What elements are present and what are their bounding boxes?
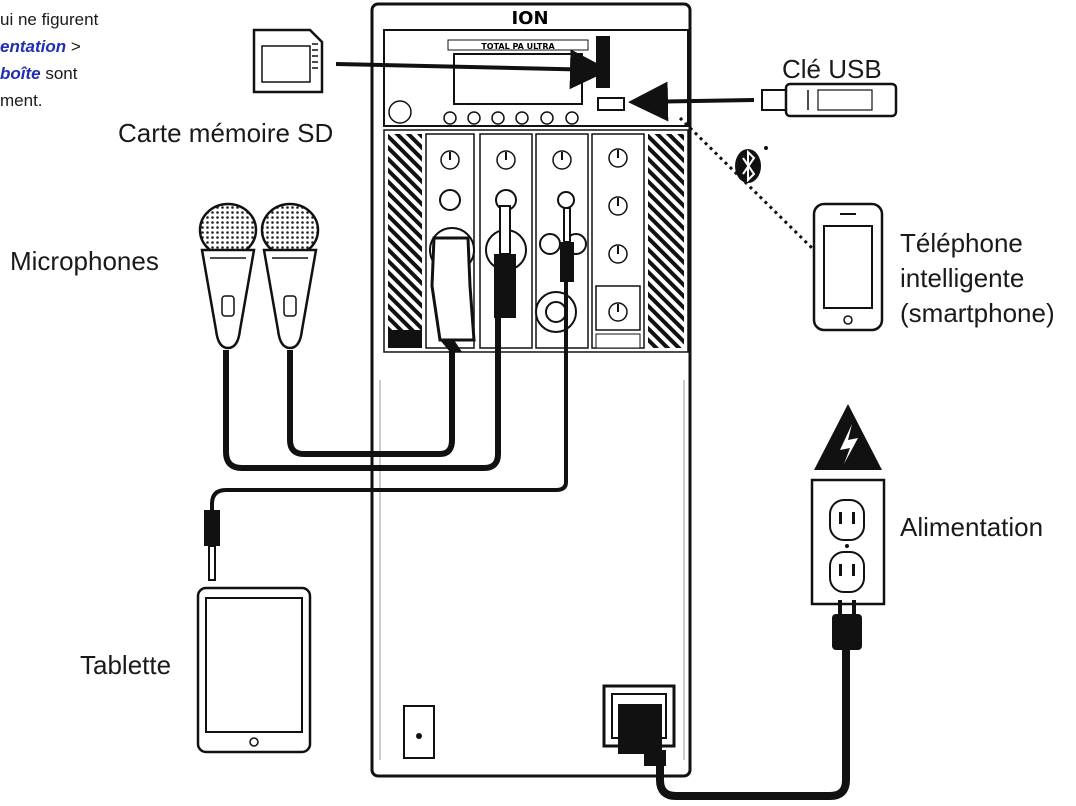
label-phone-3: (smartphone) xyxy=(900,298,1055,328)
sd-card-icon xyxy=(252,28,324,94)
label-phone-2: intelligente xyxy=(900,263,1025,293)
aux-cable xyxy=(210,282,568,512)
high-voltage-warning-icon xyxy=(814,404,882,470)
intro-note-line-2: entation > xyxy=(0,33,98,60)
power-switch xyxy=(403,705,435,759)
usb-port xyxy=(597,97,625,111)
bluetooth-pair-button xyxy=(388,100,412,124)
iec-plug xyxy=(618,704,666,766)
smartphone-icon xyxy=(812,202,884,332)
microphone-2 xyxy=(260,202,320,350)
label-usb-key: Clé USB xyxy=(782,54,882,84)
mic-cable-2 xyxy=(223,300,501,471)
label-power: Alimentation xyxy=(900,512,1044,542)
xlr-connector xyxy=(430,236,476,352)
control-panel: TOTAL PA ULTRA xyxy=(383,29,689,127)
microphone-1 xyxy=(198,202,258,350)
intro-note-line-3: boîte sont xyxy=(0,60,98,87)
intro-note-text-2: > xyxy=(66,37,81,56)
aux-plug xyxy=(560,207,574,282)
wall-outlet xyxy=(810,478,886,606)
sd-card-slot xyxy=(596,36,610,88)
tablet-icon xyxy=(196,586,312,754)
mic-cable-1 xyxy=(287,340,455,457)
usb-arrow xyxy=(628,81,755,122)
display-screen xyxy=(453,53,583,105)
brand-logo: ION xyxy=(511,8,548,29)
intro-note-emphasis-1: entation xyxy=(0,37,67,56)
mixer-section xyxy=(383,129,689,353)
label-tablet: Tablette xyxy=(80,650,172,680)
power-cord xyxy=(656,650,850,800)
bluetooth-icon xyxy=(735,146,768,183)
label-phone-1: Téléphone xyxy=(900,228,1023,258)
intro-note-text-3: sont xyxy=(40,64,78,83)
quarter-inch-plug xyxy=(494,205,516,318)
bluetooth-link xyxy=(678,116,814,250)
intro-note-line-1: ui ne figurent xyxy=(0,10,99,29)
power-plug xyxy=(832,600,862,650)
intro-note: ui ne figurent entation > boîte sont men… xyxy=(0,6,98,114)
tablet-aux-plug xyxy=(204,510,220,581)
usb-key-icon xyxy=(761,82,898,118)
sd-arrow xyxy=(335,49,610,90)
intro-note-emphasis-2: boîte xyxy=(0,64,41,83)
intro-note-line-4: ment. xyxy=(0,91,43,110)
label-microphones: Microphones xyxy=(10,246,159,276)
panel-title: TOTAL PA ULTRA xyxy=(481,42,555,51)
transport-buttons xyxy=(443,111,579,125)
label-sd-card: Carte mémoire SD xyxy=(118,118,334,148)
